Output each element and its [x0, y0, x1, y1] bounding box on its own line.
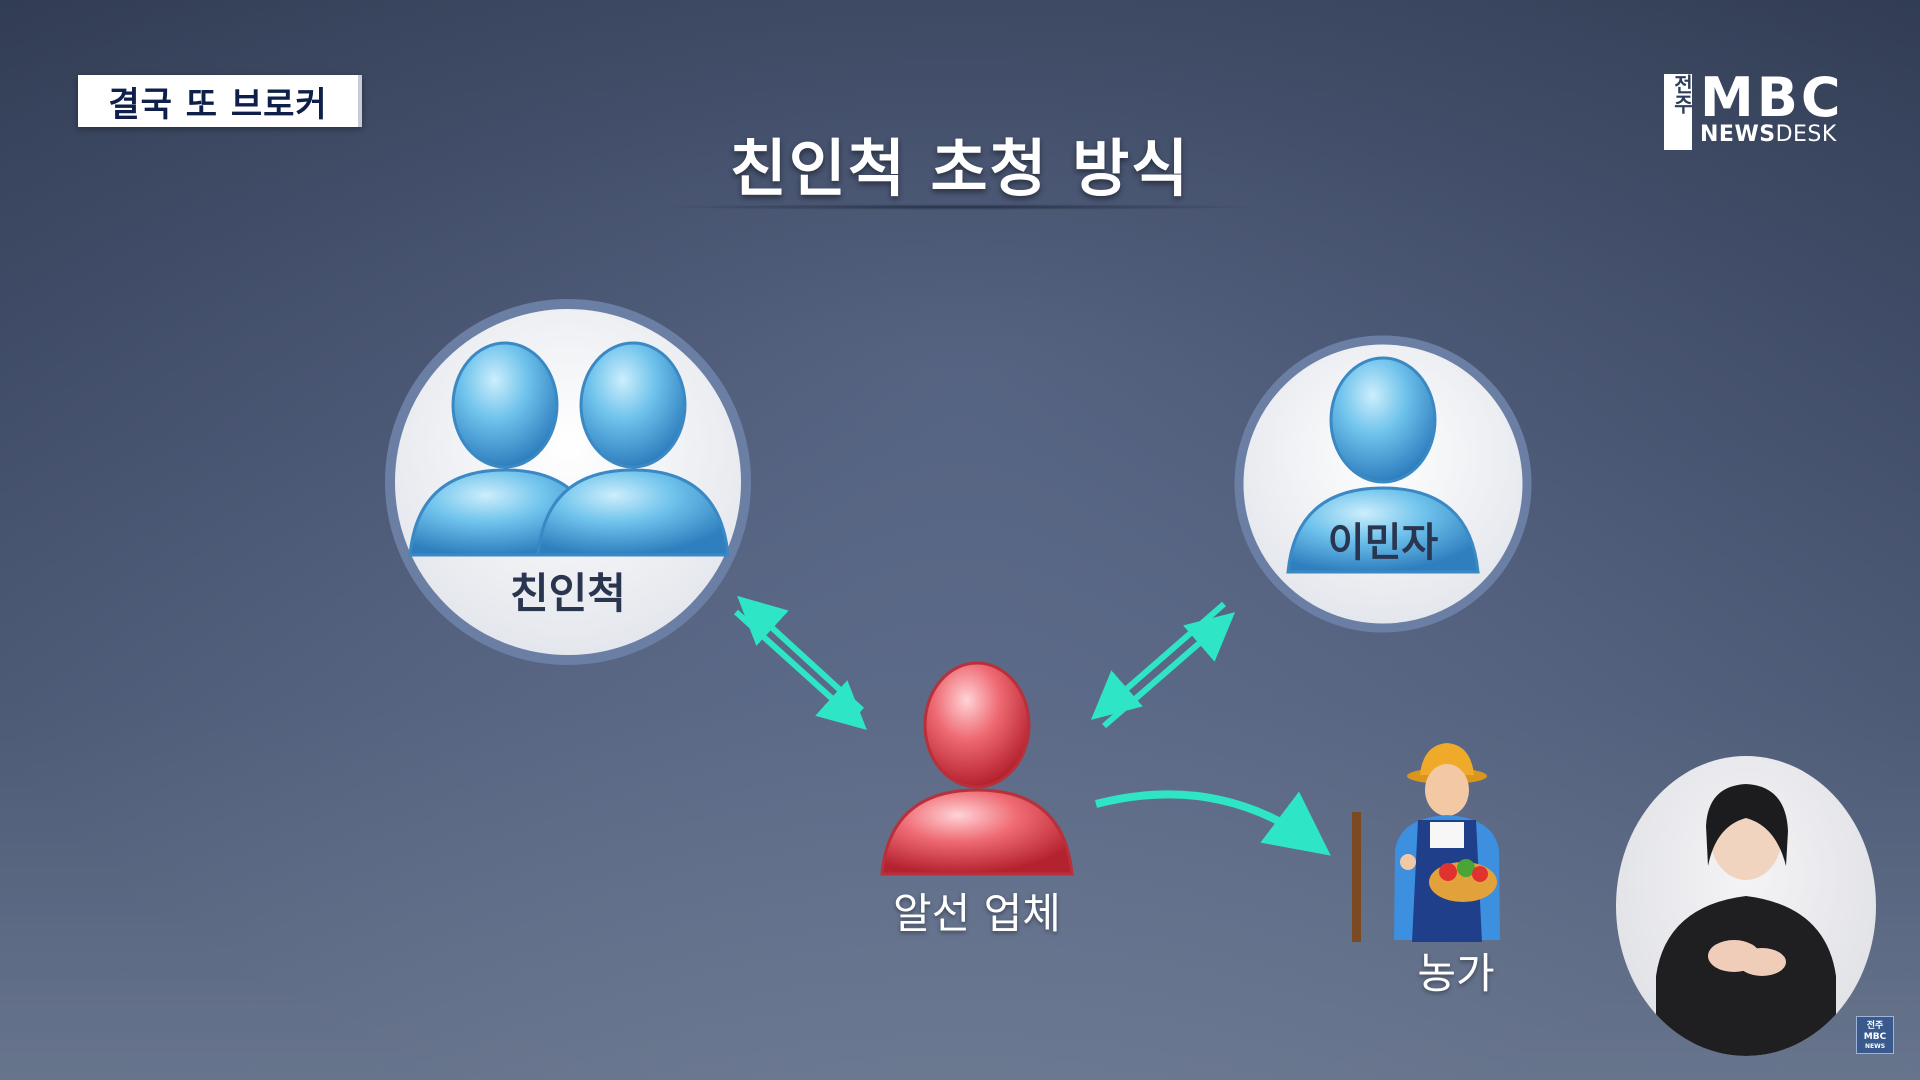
relatives-label: 친인척 — [510, 569, 626, 618]
station-logo: 전주 MBC NEWSDESK — [1664, 66, 1844, 152]
agency-node — [880, 661, 1074, 876]
arrow-immigrant-agency — [1090, 601, 1236, 729]
caption-text: 결국 또 브로커 — [108, 84, 328, 125]
arrow-relatives-agency — [733, 595, 867, 731]
farm-label: 농가 — [1417, 949, 1495, 998]
mini-station-logo: 전주 MBC NEWS — [1856, 1016, 1894, 1054]
sign-language-interpreter-frame — [1616, 756, 1876, 1056]
logo-region: 전주 — [1664, 74, 1694, 150]
arrow-agency-farm — [1095, 790, 1331, 856]
person-icon — [1286, 356, 1480, 574]
logo-program: NEWSDESK — [1700, 122, 1837, 147]
agency-label: 알선 업체 — [893, 889, 1061, 938]
interpreter-figure — [1656, 784, 1836, 1056]
caption-box: 결국 또 브로커 — [78, 75, 362, 127]
immigrant-label: 이민자 — [1327, 520, 1439, 566]
farmer-icon — [1352, 743, 1500, 942]
immigrant-node — [1234, 335, 1532, 633]
title-underline-shadow — [650, 204, 1270, 210]
person-icon — [880, 661, 1074, 876]
relatives-node — [385, 299, 751, 665]
diagram-title: 친인척 초청 방식 — [729, 132, 1191, 205]
logo-brand: MBC — [1700, 66, 1844, 129]
person-icon — [536, 341, 730, 557]
